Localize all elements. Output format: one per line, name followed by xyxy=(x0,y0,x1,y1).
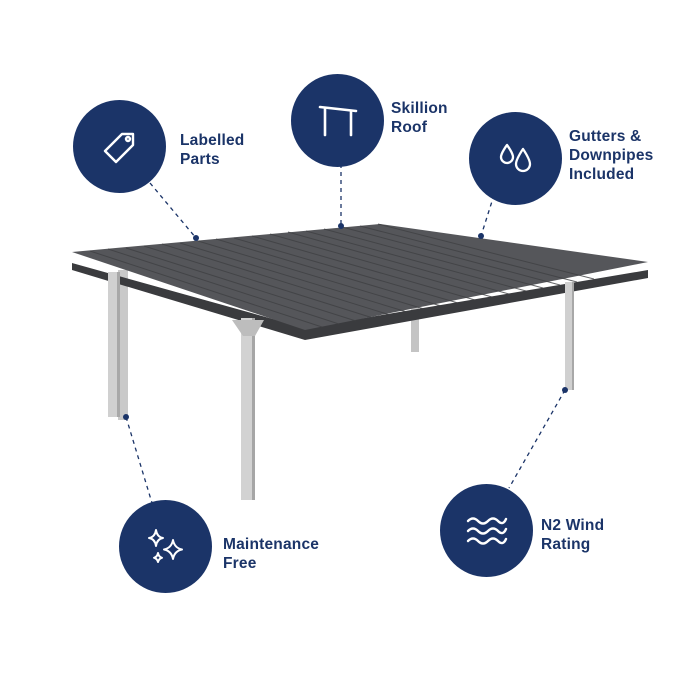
skillion-roof-icon xyxy=(291,74,384,167)
feature-label-gutters: Gutters & Downpipes Included xyxy=(569,128,654,183)
sparkles-icon xyxy=(119,500,212,593)
front-posts xyxy=(108,272,574,500)
leader-dots xyxy=(123,223,568,420)
roof-underside xyxy=(72,263,648,340)
back-posts xyxy=(118,270,419,420)
feature-label-skillion-roof: Skillion Roof xyxy=(391,100,448,136)
roof-top xyxy=(72,224,648,330)
wind-waves-icon xyxy=(440,484,533,577)
roof-ribs xyxy=(89,223,595,328)
tag-icon xyxy=(73,100,166,193)
leader-lines xyxy=(125,156,566,504)
water-drops-icon xyxy=(469,112,562,205)
feature-label-labelled-parts: Labelled Parts xyxy=(180,132,245,168)
feature-label-wind-rating: N2 Wind Rating xyxy=(541,517,605,553)
feature-label-maintenance: Maintenance Free xyxy=(223,536,320,572)
